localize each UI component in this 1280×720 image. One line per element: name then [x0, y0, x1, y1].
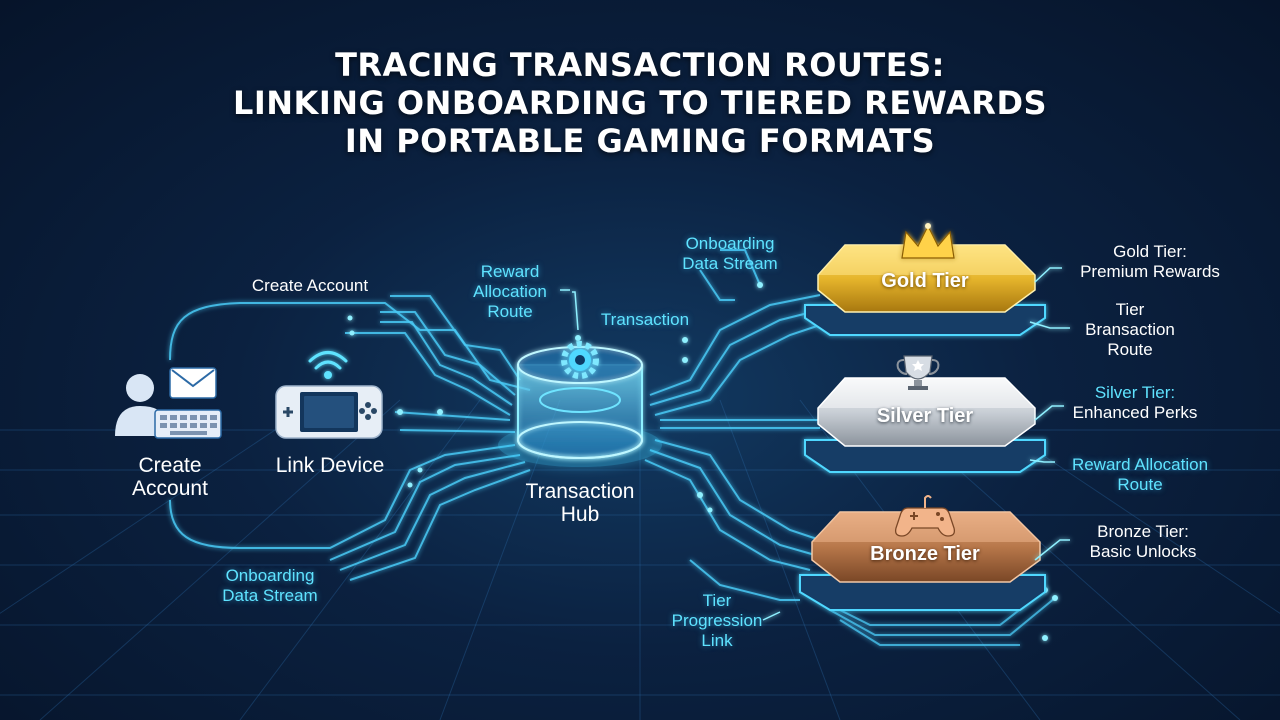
- bronze-tier-name: Bronze Tier: [870, 543, 980, 565]
- title-line-1: TRACING TRANSACTION ROUTES:: [335, 46, 945, 84]
- trophy-icon: [896, 355, 940, 390]
- gold-route-line1: Tier: [1115, 300, 1145, 319]
- bronze-tier-platform: [799, 511, 1046, 611]
- transaction-hub: [498, 341, 662, 467]
- label-create-account-route: Create Account: [251, 276, 369, 295]
- circuit-traces-left: [169, 295, 531, 581]
- gold-tier-route: Tier Bransaction Route: [1055, 300, 1205, 360]
- label-progression-line3: Link: [701, 631, 733, 650]
- label-tier-progression-link: Tier Progression Link: [652, 591, 782, 651]
- gear-icon: [561, 341, 599, 379]
- label-onboarding-left-line1: Onboarding: [225, 566, 315, 585]
- bronze-tier-description: Bronze Tier: Basic Unlocks: [1068, 522, 1218, 562]
- silver-desc-line1: Silver Tier:: [1094, 383, 1176, 402]
- title-line-3: IN PORTABLE GAMING FORMATS: [344, 122, 936, 160]
- label-progression-line1: Tier: [702, 591, 732, 610]
- label-onboarding-right-line2: Data Stream: [682, 254, 778, 273]
- label-transaction-hub: Transaction Hub: [500, 480, 660, 526]
- gold-tier-name: Gold Tier: [881, 270, 969, 292]
- label-reward-allocation-route: Reward Allocation Route: [450, 262, 570, 322]
- label-create-account-line1: Create: [138, 454, 202, 477]
- gold-tier-platform: [804, 244, 1046, 336]
- silver-desc-line2: Enhanced Perks: [1072, 403, 1198, 422]
- label-onboarding-stream-right: Onboarding Data Stream: [660, 234, 800, 274]
- bronze-desc-line1: Bronze Tier:: [1097, 522, 1189, 541]
- user-icon: [115, 374, 165, 436]
- crown-icon: [901, 223, 955, 259]
- label-reward-line1: Reward: [480, 262, 540, 281]
- gold-route-line3: Route: [1107, 340, 1153, 359]
- circuit-traces-right: [644, 249, 821, 601]
- label-onboarding-right-line1: Onboarding: [685, 234, 775, 253]
- label-create-account-node: Create Account: [100, 454, 240, 500]
- label-create-account-line2: Account: [132, 477, 208, 500]
- silver-route-line1: Reward Allocation: [1071, 455, 1209, 474]
- silver-tier-route: Reward Allocation Route: [1050, 455, 1230, 495]
- gold-desc-line2: Premium Rewards: [1080, 262, 1220, 281]
- keyboard-icon: [154, 409, 222, 439]
- gold-route-line2: Bransaction: [1085, 320, 1175, 339]
- silver-tier-description: Silver Tier: Enhanced Perks: [1060, 383, 1210, 423]
- silver-tier-name: Silver Tier: [876, 405, 974, 427]
- bronze-desc-line2: Basic Unlocks: [1089, 542, 1197, 561]
- label-hub-line1: Transaction: [525, 480, 635, 503]
- label-reward-line2: Allocation: [473, 282, 547, 301]
- label-transaction: Transaction: [600, 310, 690, 329]
- label-onboarding-stream-left: Onboarding Data Stream: [200, 566, 340, 606]
- silver-tier-platform: [804, 377, 1046, 473]
- label-hub-line2: Hub: [560, 503, 600, 526]
- label-link-device: Link Device: [275, 454, 385, 477]
- page-title: TRACING TRANSACTION ROUTES: LINKING ONBO…: [140, 46, 1140, 160]
- silver-route-line2: Route: [1117, 475, 1163, 494]
- gold-tier-description: Gold Tier: Premium Rewards: [1050, 242, 1250, 282]
- label-reward-line3: Route: [487, 302, 533, 321]
- title-line-2: LINKING ONBOARDING TO TIERED REWARDS: [232, 84, 1048, 122]
- label-progression-line2: Progression: [671, 611, 763, 630]
- gamepad-icon: [894, 495, 956, 537]
- gold-desc-line1: Gold Tier:: [1113, 242, 1187, 261]
- callout-lines: [560, 267, 1070, 621]
- handheld-console-icon: [275, 385, 383, 439]
- label-onboarding-left-line2: Data Stream: [222, 586, 318, 605]
- wifi-icon: [308, 351, 348, 379]
- mail-icon: [169, 367, 217, 399]
